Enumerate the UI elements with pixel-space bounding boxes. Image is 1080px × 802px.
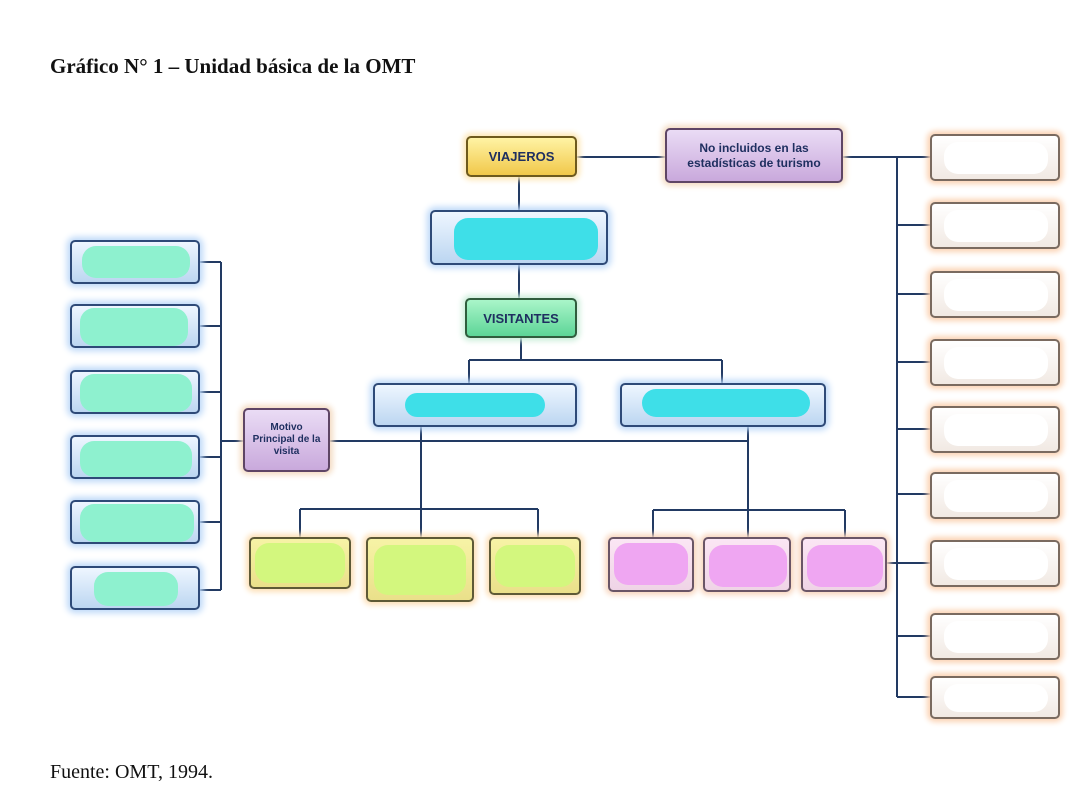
node-redacted-sub-b1 <box>608 537 694 592</box>
node-redacted-right-2 <box>930 202 1060 249</box>
redaction-mark <box>709 545 787 587</box>
redaction-mark <box>454 218 598 260</box>
node-redacted-right-7 <box>930 540 1060 587</box>
node-redacted-left-5 <box>70 500 200 544</box>
node-no-incluidos-label: No incluidos en las estadísticas de turi… <box>687 140 821 170</box>
node-redacted-level2 <box>430 210 608 265</box>
node-redacted-right-9 <box>930 676 1060 719</box>
redaction-mark <box>944 347 1048 379</box>
node-redacted-sub-a1 <box>249 537 351 589</box>
node-visitantes-label: VISITANTES <box>483 310 559 326</box>
redaction-mark <box>80 441 192 477</box>
redaction-mark <box>405 393 545 417</box>
node-redacted-sub-a2 <box>366 537 474 602</box>
node-no-incluidos: No incluidos en las estadísticas de turi… <box>665 128 843 183</box>
node-redacted-right-5 <box>930 406 1060 453</box>
node-redacted-right-4 <box>930 339 1060 386</box>
redaction-mark <box>80 374 192 412</box>
redaction-mark <box>944 684 1048 712</box>
redaction-mark <box>944 548 1048 580</box>
redaction-mark <box>374 545 466 595</box>
node-redacted-left-1 <box>70 240 200 284</box>
redaction-mark <box>944 210 1048 242</box>
node-redacted-right-1 <box>930 134 1060 181</box>
node-redacted-visitor-type-1 <box>373 383 577 427</box>
node-redacted-right-3 <box>930 271 1060 318</box>
node-redacted-left-3 <box>70 370 200 414</box>
node-redacted-left-6 <box>70 566 200 610</box>
redaction-mark <box>642 389 810 417</box>
redaction-mark <box>94 572 178 606</box>
redaction-mark <box>255 543 345 583</box>
node-redacted-right-8 <box>930 613 1060 660</box>
redaction-mark <box>944 621 1048 653</box>
node-redacted-sub-b3 <box>801 537 887 592</box>
node-redacted-right-6 <box>930 472 1060 519</box>
redaction-mark <box>495 545 575 587</box>
node-redacted-left-4 <box>70 435 200 479</box>
redaction-mark <box>82 246 190 278</box>
node-redacted-sub-b2 <box>703 537 791 592</box>
figure-source: Fuente: OMT, 1994. <box>50 761 213 783</box>
redaction-mark <box>944 142 1048 174</box>
node-motivo-label: Motivo Principal de la visita <box>252 422 321 457</box>
node-motivo: Motivo Principal de la visita <box>243 408 330 472</box>
node-viajeros: VIAJEROS <box>466 136 577 177</box>
redaction-mark <box>944 279 1048 311</box>
redaction-mark <box>80 308 188 346</box>
node-redacted-left-2 <box>70 304 200 348</box>
redaction-mark <box>944 414 1048 446</box>
redaction-mark <box>944 480 1048 512</box>
redaction-mark <box>614 543 688 585</box>
redaction-mark <box>80 504 194 542</box>
figure-title: Gráfico N° 1 – Unidad básica de la OMT <box>50 54 416 78</box>
node-viajeros-label: VIAJEROS <box>488 149 555 164</box>
node-redacted-visitor-type-2 <box>620 383 826 427</box>
node-visitantes: VISITANTES <box>465 298 577 338</box>
node-redacted-sub-a3 <box>489 537 581 595</box>
redaction-mark <box>807 545 883 587</box>
